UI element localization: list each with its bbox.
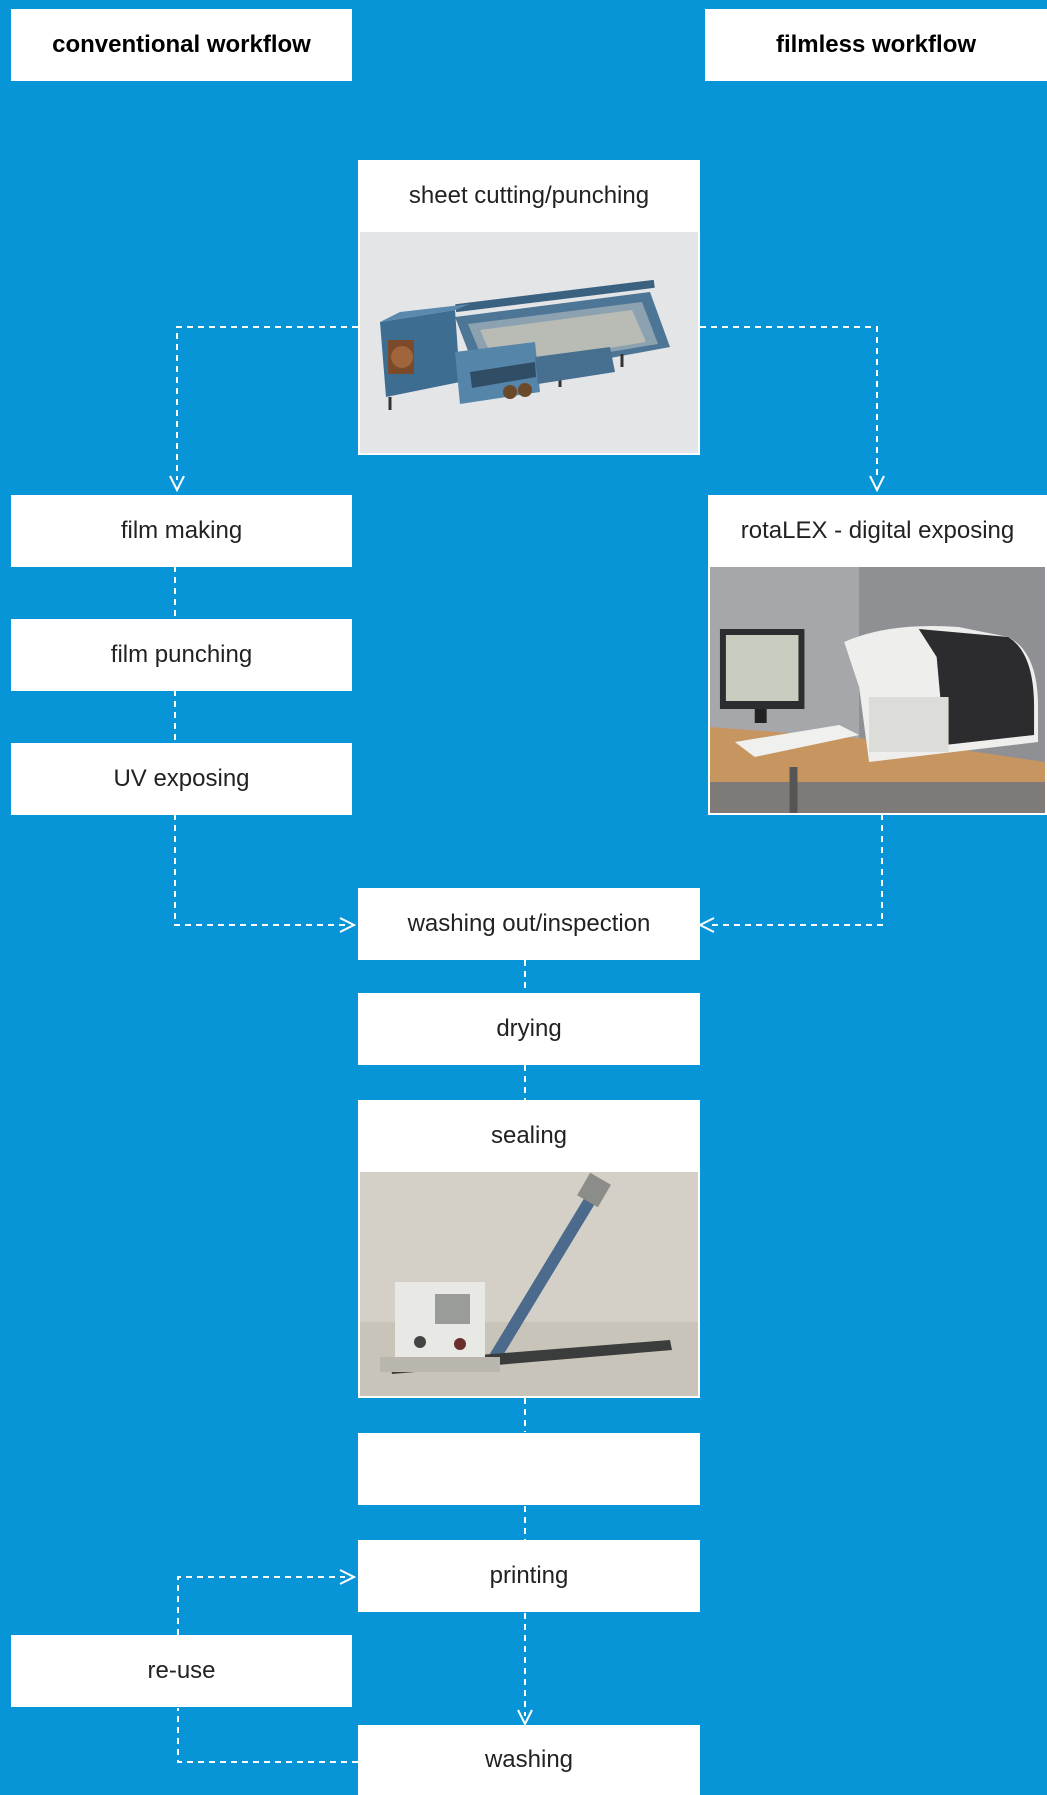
step-drying: drying [358,993,700,1065]
arrow-head-icon [697,917,715,933]
connector-sheet-to-rotalex [700,326,878,480]
header-filmless-label: filmless workflow [775,31,977,58]
step-film-punching-label: film punching [110,641,253,668]
step-sheet-cutting: sheet cutting/punching [358,160,700,455]
step-washing-label: washing [484,1746,574,1773]
step-printing-label: printing [489,1562,569,1589]
connector-uv-to-washing-out [174,814,345,926]
arrow-head-icon [339,1569,357,1585]
step-rotalex-label: rotaLEX - digital exposing [740,517,1015,544]
connector-washing-to-reuse [177,1708,358,1763]
rotalex-printer-photo [710,567,1045,813]
step-blank [358,1433,700,1505]
header-filmless-workflow: filmless workflow [705,9,1047,81]
step-rotalex-digital-exposing: rotaLEX - digital exposing [708,495,1047,815]
step-sealing: sealing [358,1100,700,1398]
step-film-punching: film punching [11,619,352,691]
step-reuse: re-use [11,1635,352,1707]
header-conventional-label: conventional workflow [52,31,311,58]
connector-sheet-to-film-making [176,326,358,480]
arrow-head-icon [339,917,357,933]
step-film-making-label: film making [120,517,243,544]
sheet-cutting-machine-photo [360,232,698,453]
step-sealing-label: sealing [490,1122,568,1149]
step-drying-label: drying [496,1015,562,1042]
step-reuse-label: re-use [147,1657,216,1684]
step-film-making: film making [11,495,352,567]
arrow-head-icon [869,475,885,493]
step-washing: washing [358,1725,700,1795]
step-washing-out-inspection: washing out/inspection [358,888,700,960]
connector-rotalex-to-washing-out [707,814,883,926]
sealing-machine-photo [360,1172,698,1396]
step-sheet-cutting-label: sheet cutting/punching [408,182,650,209]
step-uv-exposing: UV exposing [11,743,352,815]
step-printing: printing [358,1540,700,1612]
connector-reuse-to-printing [177,1576,345,1635]
step-washing-out-label: washing out/inspection [407,910,651,937]
step-uv-exposing-label: UV exposing [113,765,250,792]
arrow-head-icon [169,475,185,493]
arrow-head-icon [517,1709,533,1727]
header-conventional-workflow: conventional workflow [11,9,352,81]
